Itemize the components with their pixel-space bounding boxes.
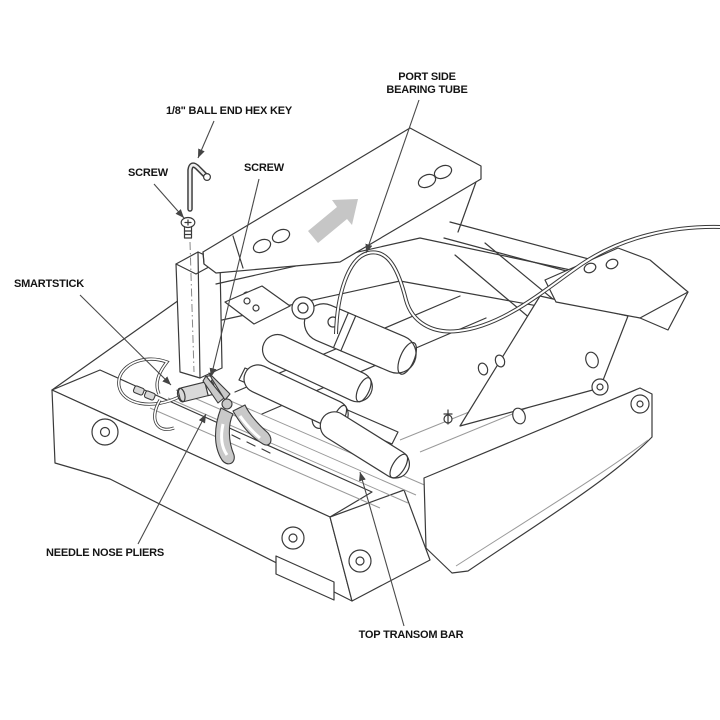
leader-hex-key	[197, 120, 215, 159]
label-screw-center: SCREW	[244, 162, 285, 174]
hydraulic-pump-unit	[224, 285, 418, 430]
transom-bracket-lower	[423, 387, 653, 574]
port-side-bearing-tube	[334, 224, 720, 335]
label-screw-left: SCREW	[128, 167, 169, 179]
label-port-side-line2: BEARING TUBE	[386, 84, 467, 96]
hex-key-tool	[187, 162, 212, 212]
label-needle-nose-pliers: NEEDLE NOSE PLIERS	[46, 547, 164, 559]
leader-top-transom-bar	[359, 471, 405, 627]
label-hex-key: 1/8" BALL END HEX KEY	[166, 105, 293, 117]
leader-needle-nose-pliers	[137, 413, 207, 545]
slide-direction-arrow	[308, 199, 358, 243]
smartstick-assembly	[117, 357, 272, 465]
screw-part	[180, 216, 196, 239]
needle-nose-pliers-tool	[202, 372, 272, 465]
label-port-side-line1: PORT SIDE	[398, 71, 456, 83]
cover-plate	[202, 127, 482, 274]
mounting-boss	[175, 251, 223, 379]
label-top-transom-bar: TOP TRANSOM BAR	[359, 629, 464, 641]
leader-smartstick	[79, 294, 172, 386]
smartstick-cable	[117, 357, 182, 431]
top-transom-bar	[319, 411, 410, 479]
alignment-centerline	[189, 241, 195, 373]
jack-plate-frame	[51, 255, 431, 602]
leader-screw-center	[209, 178, 260, 378]
label-smartstick: SMARTSTICK	[14, 278, 84, 290]
callouts: 1/8" BALL END HEX KEY SCREW SCREW PORT S…	[14, 71, 468, 641]
transom-bracket-upper	[459, 247, 689, 427]
leader-screw-left	[153, 183, 185, 219]
leader-port-side-bearing-tube	[365, 99, 420, 254]
